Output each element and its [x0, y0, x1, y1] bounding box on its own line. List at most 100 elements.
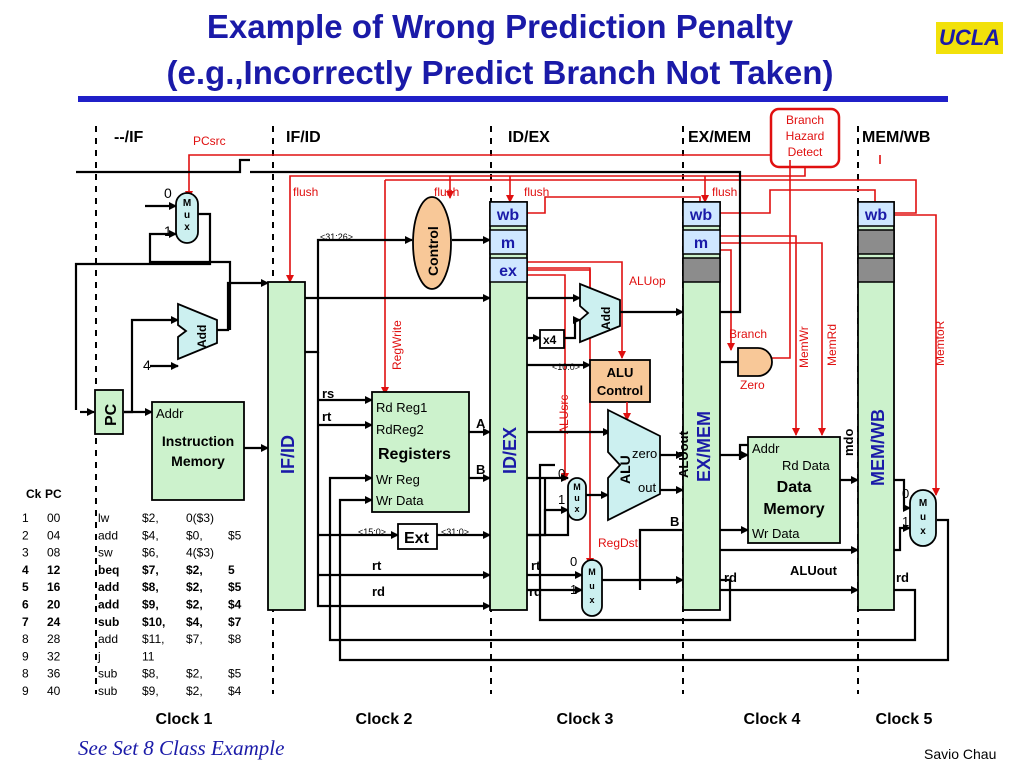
control-unit-label: Control	[425, 226, 441, 276]
listing-cell-ck: 3	[22, 546, 29, 560]
signal-flush-1: flush	[293, 185, 318, 199]
increment-four: 4	[143, 357, 151, 373]
listing-cell-pc: 36	[47, 667, 61, 681]
alu-control-label-2: Control	[597, 383, 643, 398]
listing-cell-a3: $4	[228, 684, 242, 698]
ifid-register	[267, 281, 306, 611]
listing-cell-a2: $2,	[186, 563, 203, 577]
idex-ex-label: ex	[499, 263, 517, 280]
signal-branch: Branch	[729, 327, 767, 341]
wire-rd-2: rd	[529, 584, 542, 599]
listing-cell-a2: $0,	[186, 528, 203, 542]
datapath-wires	[74, 158, 950, 662]
idex-m-field	[489, 229, 528, 255]
alu-out-label: out	[638, 480, 656, 495]
listing-cell-a3: 5	[228, 563, 235, 577]
listing-cell-op: lw	[98, 511, 110, 525]
listing-cell-a3: $5	[228, 667, 242, 681]
dm-label-1: Data	[777, 479, 812, 496]
im-label-2: Memory	[171, 453, 225, 469]
listing-cell-op: sub	[98, 667, 118, 681]
memwb-label: MEM/WB	[868, 409, 888, 486]
footnote-link[interactable]: See Set 8 Class Example	[78, 736, 285, 760]
listing-cell-op: sw	[98, 546, 113, 560]
alusrc-mux-in0: 0	[558, 466, 565, 481]
signal-regwrite: RegWrite	[390, 320, 404, 370]
listing-cell-a2: 4($3)	[186, 546, 214, 560]
listing-cell-a1: $4,	[142, 528, 159, 542]
wb-mux-in0: 0	[902, 486, 909, 501]
wire-rd-1: rd	[372, 584, 385, 599]
listing-cell-pc: 20	[47, 598, 61, 612]
bus-a: A	[476, 416, 486, 431]
wire-rt-3: rt	[531, 558, 541, 573]
listing-cell-pc: 32	[47, 649, 61, 663]
register-file	[371, 391, 470, 513]
regdst-mux-in1: 1	[570, 582, 577, 597]
signal-flush-3: flush	[524, 185, 549, 199]
ucla-logo: UCLA	[936, 22, 1003, 54]
clock-label-5: Clock 5	[876, 711, 933, 728]
alu-control-label-1: ALU	[607, 365, 634, 380]
instruction-memory	[151, 401, 245, 501]
signal-flush-4: flush	[712, 185, 737, 199]
listing-cell-pc: 28	[47, 632, 61, 646]
listing-cell-op: beq	[98, 563, 119, 577]
wire-rd-4: rd	[896, 570, 909, 585]
regdst-mux-m: M	[588, 567, 596, 577]
listing-cell-ck: 9	[22, 684, 29, 698]
pc-register	[94, 389, 124, 435]
idex-m-label: m	[501, 235, 515, 252]
listing-cell-a2: $7,	[186, 632, 203, 646]
bits-15-0: <15:0>	[358, 527, 386, 537]
pc-increment-adder	[177, 302, 218, 361]
listing-cell-pc: 24	[47, 615, 61, 629]
listing-cell-pc: 00	[47, 511, 61, 525]
exmem-ex-field-empty	[682, 257, 721, 283]
writeback-mux	[909, 489, 937, 547]
clock-label-3: Clock 3	[557, 711, 614, 728]
hazard-label-2: Hazard	[786, 129, 825, 143]
pc-mux-m: M	[183, 198, 191, 209]
listing-cell-ck: 9	[22, 649, 29, 663]
clock-label-2: Clock 2	[356, 711, 413, 728]
listing-cell-a3: $5	[228, 528, 242, 542]
listing-header-ck: Ck	[26, 487, 42, 501]
mdo-label: mdo	[841, 429, 856, 457]
x4-label: x4	[543, 333, 557, 347]
pc-select-mux	[175, 192, 199, 244]
im-addr-label: Addr	[156, 406, 184, 421]
alusrc-mux	[567, 477, 587, 521]
signal-memrd: MemRd	[825, 324, 839, 366]
signal-memtor: MemtoR	[933, 320, 947, 366]
dm-label-2: Memory	[763, 501, 824, 518]
listing-cell-op: j	[97, 649, 101, 663]
wb-aluout-label: ALUout	[790, 563, 838, 578]
listing-cell-ck: 8	[22, 667, 29, 681]
alu-label: ALU	[617, 455, 633, 484]
exmem-aluout-label: ALUout	[676, 430, 691, 478]
wb-mux-x: x	[920, 526, 926, 537]
alusrc-mux-x: x	[574, 504, 579, 514]
listing-cell-pc: 12	[47, 563, 61, 577]
wire-rt-2: rt	[372, 558, 382, 573]
pc-register-label: PC	[103, 403, 120, 426]
pc-mux-in0: 0	[164, 185, 172, 201]
listing-cell-ck: 2	[22, 528, 29, 542]
listing-cell-ck: 5	[22, 580, 29, 594]
slide-title-line1: Example of Wrong Prediction Penalty	[206, 8, 794, 45]
listing-cell-a1: 11	[142, 649, 155, 663]
exmem-m-field	[682, 229, 721, 255]
title-underline	[78, 96, 948, 102]
rf-rd-reg2: RdReg2	[376, 422, 424, 437]
stage-header-ifid: IF/ID	[286, 129, 321, 146]
shift-left-2	[539, 329, 565, 349]
listing-cell-a1: $6,	[142, 546, 159, 560]
listing-cell-a2: $2,	[186, 580, 203, 594]
listing-cell-a1: $8,	[142, 667, 159, 681]
listing-cell-op: add	[98, 528, 118, 542]
listing-cell-a3: $7	[228, 615, 242, 629]
stage-header-exmem: EX/MEM	[688, 129, 751, 146]
